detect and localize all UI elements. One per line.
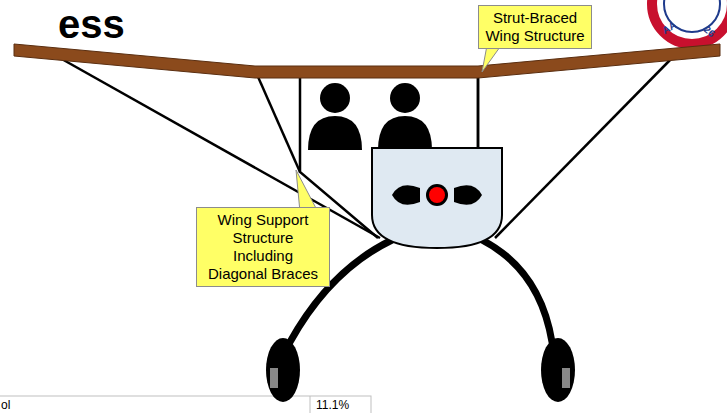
table-cell: 11.1% <box>316 398 349 412</box>
callout-text: Wing Support Structure Including Diagona… <box>202 211 324 283</box>
slide-title: ess <box>58 2 125 47</box>
callout-text: Strut-Braced Wing Structure <box>484 9 586 45</box>
table-row <box>0 396 371 413</box>
pilot-head <box>390 83 420 113</box>
table-divider <box>310 396 311 413</box>
wheel <box>266 338 300 402</box>
strut <box>255 70 300 172</box>
cylinder <box>392 185 420 205</box>
logo-ring <box>652 0 727 44</box>
table-cell: ol <box>1 398 10 412</box>
pilot-head <box>320 83 350 113</box>
strut <box>495 58 672 238</box>
pilot-body <box>308 116 362 150</box>
callout-box: Wing Support Structure Including Diagona… <box>196 207 330 287</box>
spinner <box>429 187 445 203</box>
cylinder <box>454 185 482 205</box>
wheel-hub <box>270 368 278 388</box>
wheel-hub <box>562 368 570 388</box>
pilot-body <box>378 116 432 150</box>
cowling <box>372 148 502 248</box>
callout-pointer <box>296 170 318 212</box>
wheel <box>541 338 575 402</box>
spinner-ring <box>426 184 448 206</box>
gear-leg <box>482 240 552 342</box>
callout-box: Strut-Braced Wing Structure <box>478 5 592 49</box>
wing <box>14 44 720 78</box>
